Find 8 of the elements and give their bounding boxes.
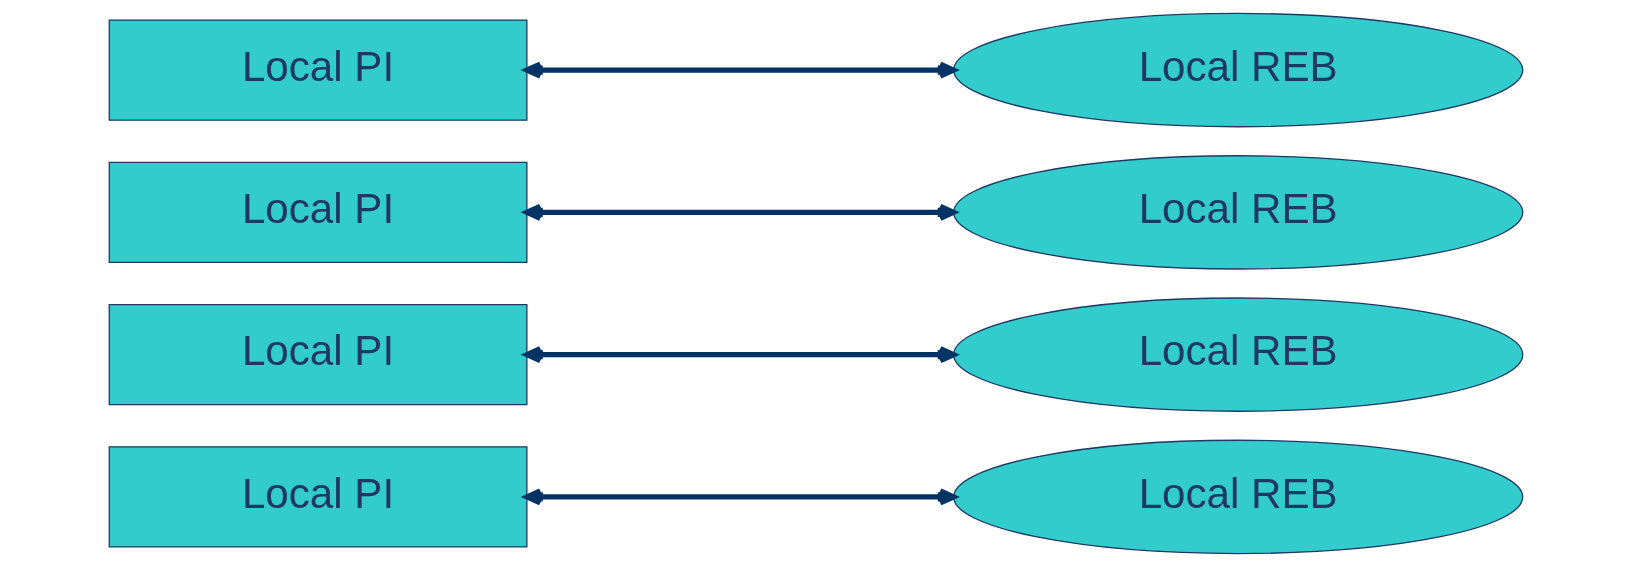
node-box: Local PI: [108, 161, 528, 264]
node-ellipse: Local REB: [953, 155, 1524, 270]
node-box: Local PI: [108, 303, 528, 406]
node-ellipse: Local REB: [953, 12, 1524, 128]
node-box: Local PI: [108, 446, 528, 548]
node-ellipse: Local REB: [953, 439, 1524, 555]
node-ellipse: Local REB: [953, 297, 1524, 412]
node-box: Local PI: [108, 19, 528, 121]
